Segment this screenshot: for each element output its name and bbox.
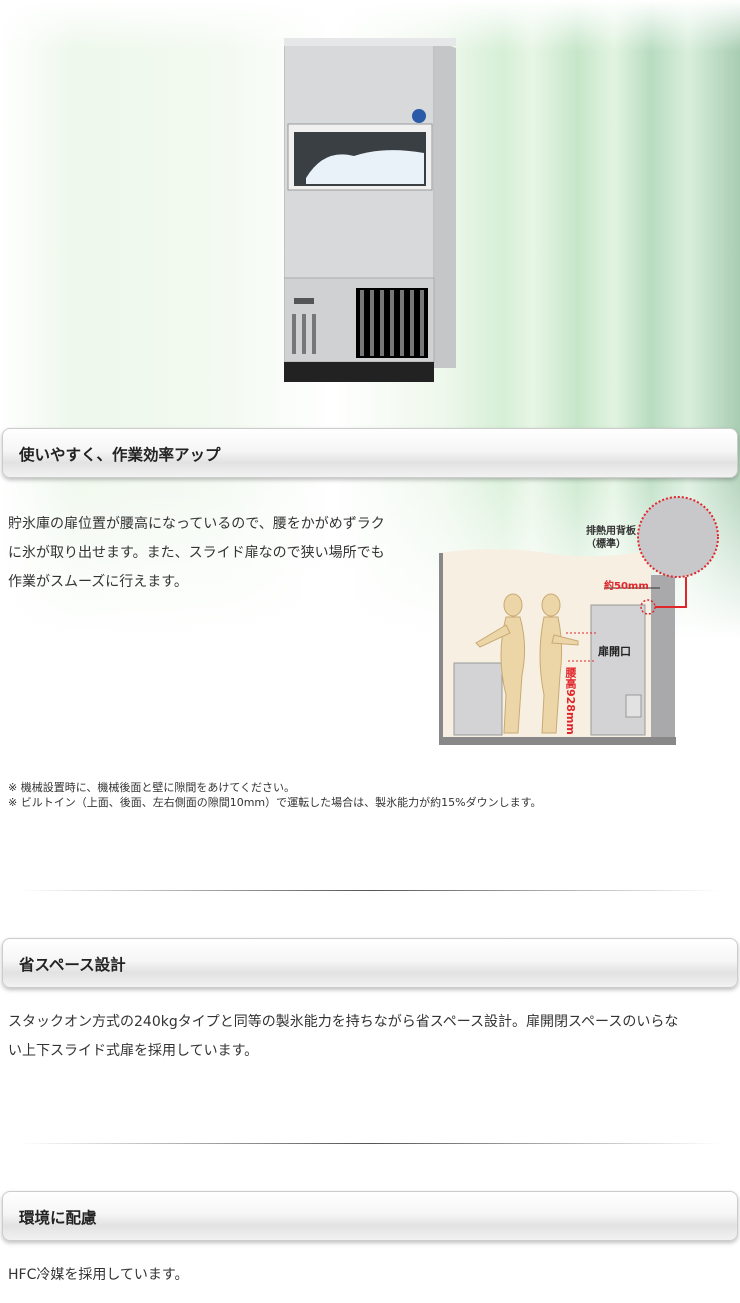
installation-diagram: 排熱用背板 （標準） 約50mm 扉開口 腰高928mm [436, 495, 740, 760]
section-header-environment: 環境に配慮 [2, 1191, 738, 1241]
text-line: 貯氷庫の扉位置が腰高になっているので、腰をかがめずラク [8, 516, 385, 532]
usability-text: 貯氷庫の扉位置が腰高になっているので、腰をかがめずラク に氷が取り出せます。また… [8, 510, 385, 597]
environment-text: HFC冷媒を採用しています。 [8, 1261, 189, 1290]
door-opening-label: 扉開口 [598, 645, 631, 658]
back-panel-label: 排熱用背板 [586, 526, 636, 537]
text-line: に氷が取り出せます。また、スライド扉なので狭い場所でも [8, 545, 385, 561]
gap-label: 約50mm [604, 581, 649, 592]
text-line: 作業がスムーズに行えます。 [8, 574, 188, 590]
text-line: HFC冷媒を採用しています。 [8, 1267, 189, 1283]
divider [20, 890, 720, 891]
divider [20, 1143, 720, 1144]
notes: ※ 機械設置時に、機械後面と壁に隙間をあけてください。 ※ ビルトイン（上面、後… [8, 780, 542, 810]
note-item: ※ ビルトイン（上面、後面、左右側面の隙間10mm）で運転した場合は、製氷能力が… [8, 796, 542, 809]
ice-machine-image [284, 38, 456, 382]
space-saving-text: スタックオン方式の240kgタイプと同等の製氷能力を持ちながら省スペース設計。扉… [8, 1008, 678, 1066]
section-header-space-saving: 省スペース設計 [2, 938, 738, 988]
section-header-usability: 使いやすく、作業効率アップ [2, 428, 738, 478]
waist-height-label: 腰高928mm [564, 667, 577, 735]
text-line: い上下スライド式扉を採用しています。 [8, 1043, 259, 1059]
section-title: 環境に配慮 [19, 1209, 97, 1227]
note-item: ※ 機械設置時に、機械後面と壁に隙間をあけてください。 [8, 781, 296, 794]
section-title: 使いやすく、作業効率アップ [19, 446, 221, 464]
text-line: スタックオン方式の240kgタイプと同等の製氷能力を持ちながら省スペース設計。扉… [8, 1014, 679, 1030]
section-title: 省スペース設計 [19, 956, 126, 974]
back-panel-sublabel: （標準） [586, 539, 626, 550]
